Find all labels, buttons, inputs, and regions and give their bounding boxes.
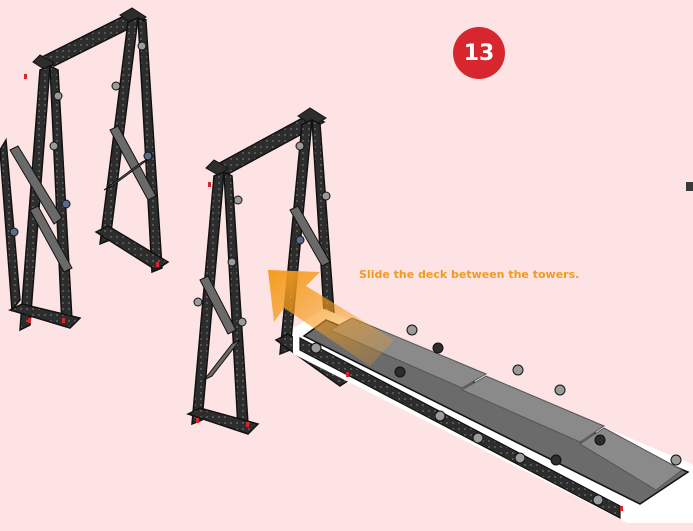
instruction-caption: Slide the deck between the towers. bbox=[359, 268, 579, 281]
front-tower-left-leg-b bbox=[224, 172, 248, 428]
step-number-badge: 13 bbox=[453, 27, 505, 79]
back-tower-right-leg-b bbox=[138, 18, 162, 272]
back-tower-left-leg-b bbox=[50, 66, 72, 325]
page-edge-marker bbox=[686, 182, 693, 191]
step-number: 13 bbox=[464, 41, 495, 66]
back-tower bbox=[0, 8, 168, 330]
